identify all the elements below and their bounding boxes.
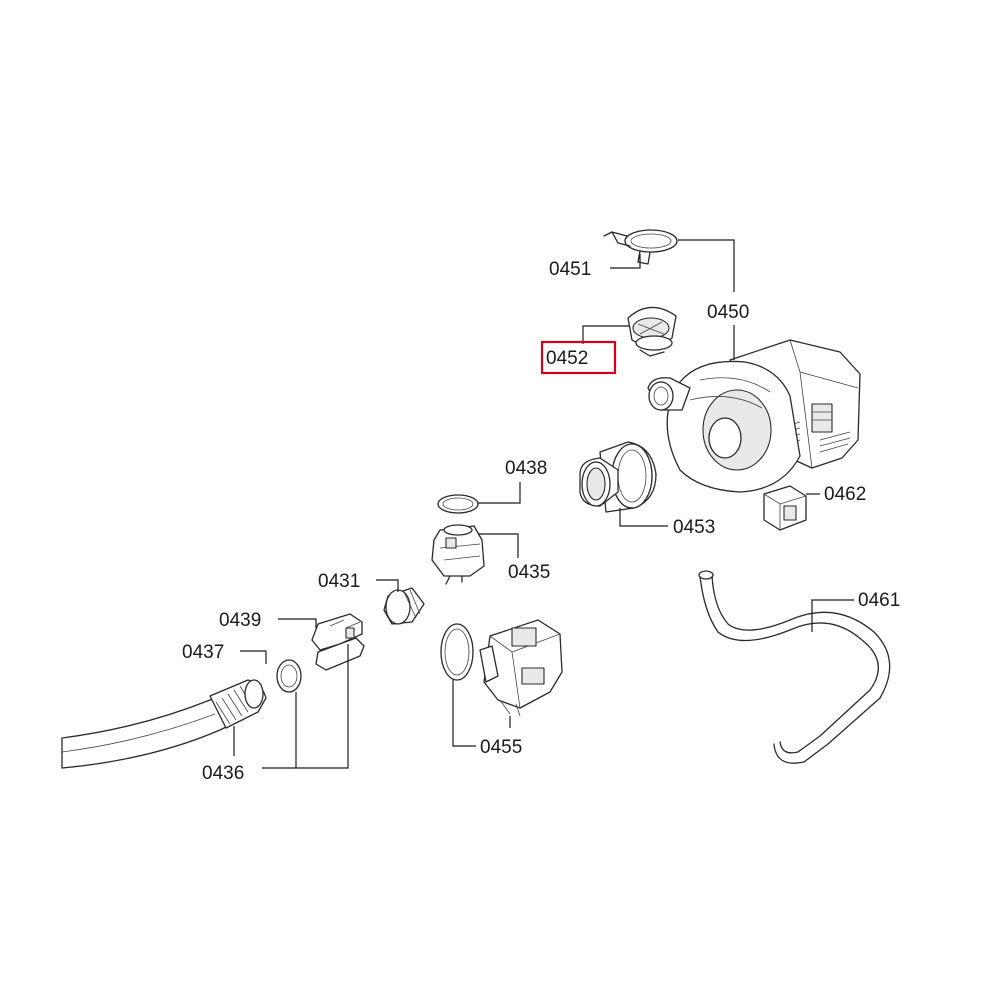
leader-0450 <box>678 239 735 292</box>
callout-0450[interactable]: 0450 <box>707 302 749 323</box>
part-0438-oring[interactable] <box>437 494 479 514</box>
callout-0451[interactable]: 0451 <box>549 259 591 280</box>
callout-0439[interactable]: 0439 <box>219 610 261 631</box>
callout-0435[interactable]: 0435 <box>508 562 550 583</box>
callout-labels: 0451 0450 0452 0438 0453 0462 0435 0431 … <box>182 259 900 784</box>
callout-0462[interactable]: 0462 <box>824 484 866 505</box>
callout-0438[interactable]: 0438 <box>505 458 547 479</box>
leader-0451 <box>610 254 641 269</box>
callout-0461[interactable]: 0461 <box>858 590 900 611</box>
leader-bracket-group <box>295 644 349 769</box>
part-0450-heat-pump[interactable] <box>647 339 861 493</box>
leader-0455 <box>452 680 476 747</box>
leader-0439 <box>278 618 317 628</box>
callout-0437[interactable]: 0437 <box>182 642 224 663</box>
leader-0452 <box>582 325 630 344</box>
leader-0438 <box>478 482 521 504</box>
part-0452-seal[interactable] <box>627 306 677 357</box>
callout-0455[interactable]: 0455 <box>480 737 522 758</box>
part-0455-drain-pump[interactable] <box>479 619 563 717</box>
leader-0461 <box>811 599 854 632</box>
highlight-box-0452 <box>540 340 617 375</box>
part-0436-drain-hose[interactable] <box>61 679 267 769</box>
part-0431-coupling[interactable] <box>383 587 425 625</box>
callout-0452[interactable]: 0452 <box>546 348 588 369</box>
leader-0437 <box>240 650 267 664</box>
part-0437-ring[interactable] <box>276 659 302 693</box>
callout-0453[interactable]: 0453 <box>673 517 715 538</box>
leader-0435 <box>478 533 519 558</box>
part-0461-hose[interactable] <box>698 570 891 764</box>
leader-0453 <box>619 508 668 527</box>
callout-0436[interactable]: 0436 <box>202 763 244 784</box>
part-0451-hose-clamp[interactable] <box>603 229 678 265</box>
part-0435-sensor[interactable] <box>431 524 485 585</box>
leader-0431 <box>376 579 399 592</box>
part-0439-bracket[interactable] <box>311 613 365 671</box>
part-0462-clip[interactable] <box>763 485 807 531</box>
leader-lines <box>233 239 854 769</box>
callout-0431[interactable]: 0431 <box>318 571 360 592</box>
part-0453-sleeve[interactable] <box>579 441 657 513</box>
part-0455-oring[interactable] <box>440 623 474 681</box>
